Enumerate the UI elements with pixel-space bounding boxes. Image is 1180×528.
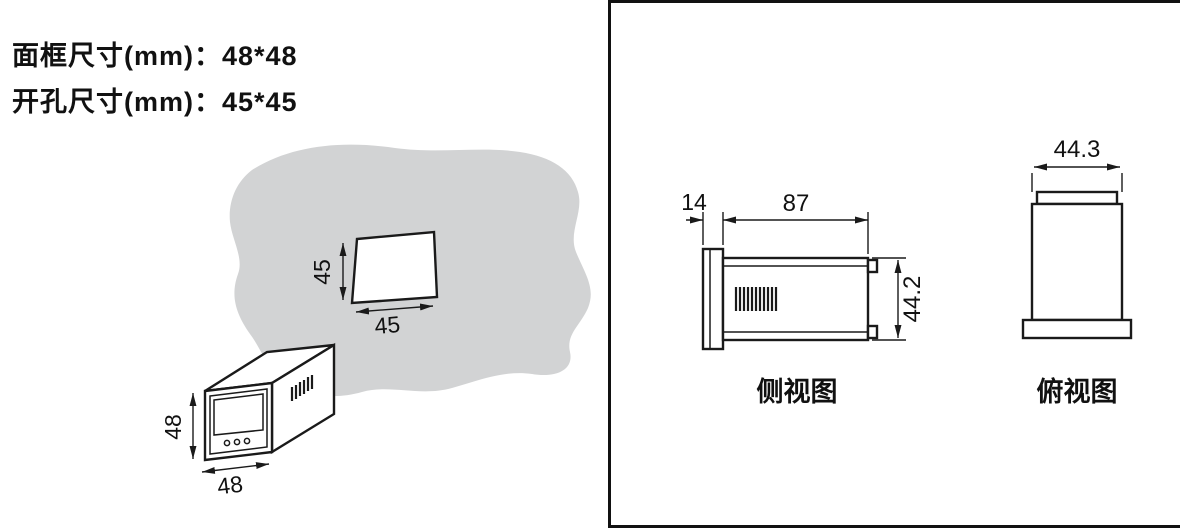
side-view-caption: 侧视图: [756, 377, 838, 407]
spec-text-cutout-size: 开孔尺寸(mm)：45*45: [12, 87, 298, 117]
meter-front-face: [203, 381, 274, 462]
spec-text-frame-size: 面框尺寸(mm)：48*48: [12, 41, 298, 71]
top-view-rear-cap: [1035, 190, 1119, 206]
top-view-body: [1030, 202, 1124, 322]
meter-side-vents: [290, 375, 314, 401]
right-pane-top-border: [608, 0, 1180, 3]
cutout-width-label: 45: [373, 311, 401, 339]
flange-depth-label: 14: [681, 189, 707, 215]
meter-width-dim-line: [201, 462, 270, 474]
side-view-clip-bottom: [866, 324, 879, 340]
meter-3d: [203, 342, 336, 462]
meter-button-2: [233, 438, 241, 446]
meter-height-label: 48: [160, 414, 186, 440]
meter-front-bezel: [209, 388, 268, 455]
panel-cutout: [350, 230, 439, 305]
section-divider: [608, 0, 611, 528]
side-view: 14 87 44.2: [681, 189, 926, 351]
meter-button-3: [243, 437, 251, 445]
meter-button-1: [223, 439, 231, 447]
top-width-label: 44.3: [1054, 136, 1101, 163]
meter-width-label: 48: [216, 471, 245, 500]
top-view-caption: 俯视图: [1036, 377, 1118, 407]
cutout-height-label: 45: [309, 259, 335, 285]
side-view-flange: [701, 247, 725, 351]
side-view-vent-hatch: [734, 287, 778, 311]
top-view-flange: [1021, 318, 1133, 340]
body-depth-label: 87: [783, 190, 810, 217]
side-height-label: 44.2: [899, 276, 926, 323]
right-pane-bottom-border: [608, 525, 1180, 528]
side-view-clip-top: [866, 258, 879, 274]
cutout-width-dim-line: [355, 303, 434, 315]
meter-display-window: [213, 393, 264, 436]
installation-illustration: 45 45 48 48: [160, 144, 591, 500]
top-view: 44.3: [1021, 136, 1133, 340]
